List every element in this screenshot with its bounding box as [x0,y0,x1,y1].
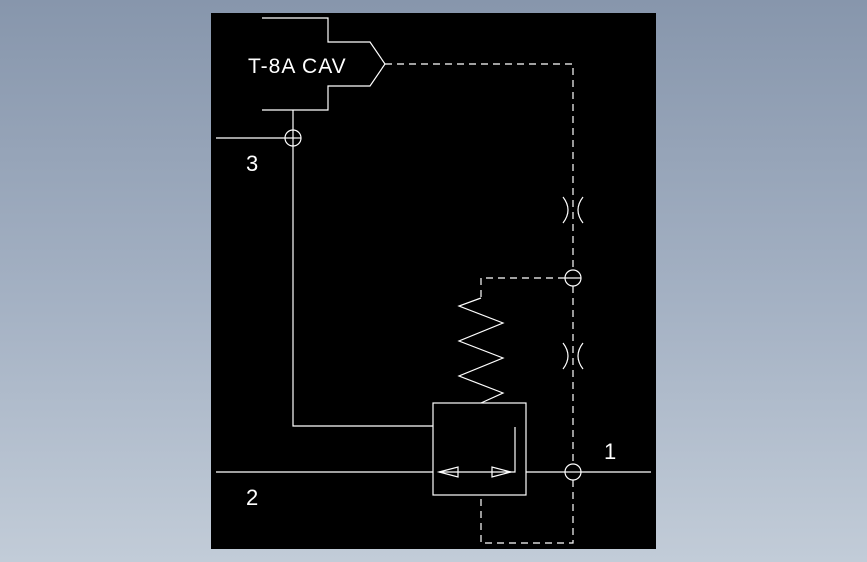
port-3-label: 3 [246,151,258,176]
cartridge-label: T-8A CAV [248,55,347,78]
pilot-drain-line [480,480,574,544]
valve-body [432,402,527,496]
upper-orifice-right [577,196,584,224]
spring-symbol [457,297,505,404]
port-1-label: 1 [604,439,616,464]
lower-orifice-left [562,342,569,370]
pilot-line-top [385,63,574,270]
port-3-to-valve-line [292,146,433,427]
port-2-label: 2 [246,485,258,510]
valve-flow-path [439,427,516,473]
upper-orifice-left [562,196,569,224]
pilot-line-spring [480,277,565,298]
flow-arrow-left [436,466,459,478]
flow-arrow-right [491,466,514,478]
lower-orifice-right [577,342,584,370]
